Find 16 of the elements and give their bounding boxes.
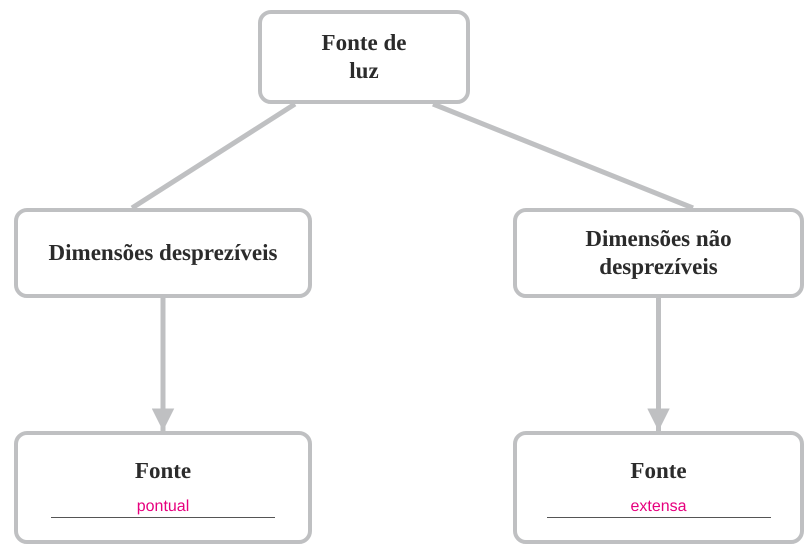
box <box>14 431 312 544</box>
fill-in-line: extensa <box>546 498 770 518</box>
arrow <box>647 298 670 431</box>
arrow <box>152 298 174 431</box>
box-title: Fonte <box>134 456 192 484</box>
box <box>14 208 312 298</box>
connector-line <box>130 102 296 210</box>
box <box>513 208 804 298</box>
connector-line <box>432 102 694 210</box>
box <box>258 10 470 104</box>
box-title: Fonte <box>630 456 687 484</box>
box-title: Fonte de luz <box>320 29 408 85</box>
box-title: Dimensões desprezíveis <box>48 239 278 267</box>
fill-in-line: pontual <box>51 498 275 518</box>
box <box>513 431 804 544</box>
box-title: Dimensões não desprezíveis <box>584 225 733 281</box>
